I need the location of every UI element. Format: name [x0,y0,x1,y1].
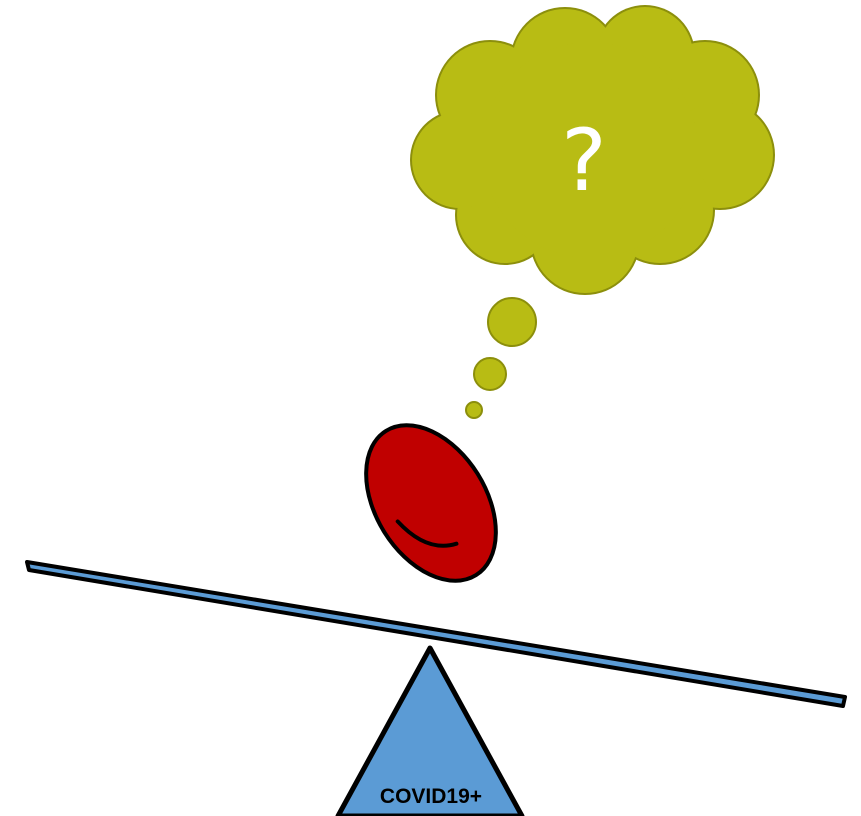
fulcrum: COVID19+ [338,648,522,816]
question-mark: ? [561,111,607,211]
red-blood-cell [339,402,522,604]
thought-bubble-small [466,402,482,418]
thought-bubble-medium [474,358,506,390]
fulcrum-label: COVID19+ [380,785,482,808]
thought-bubble-large [488,298,536,346]
thought-cloud: ? [410,5,775,295]
